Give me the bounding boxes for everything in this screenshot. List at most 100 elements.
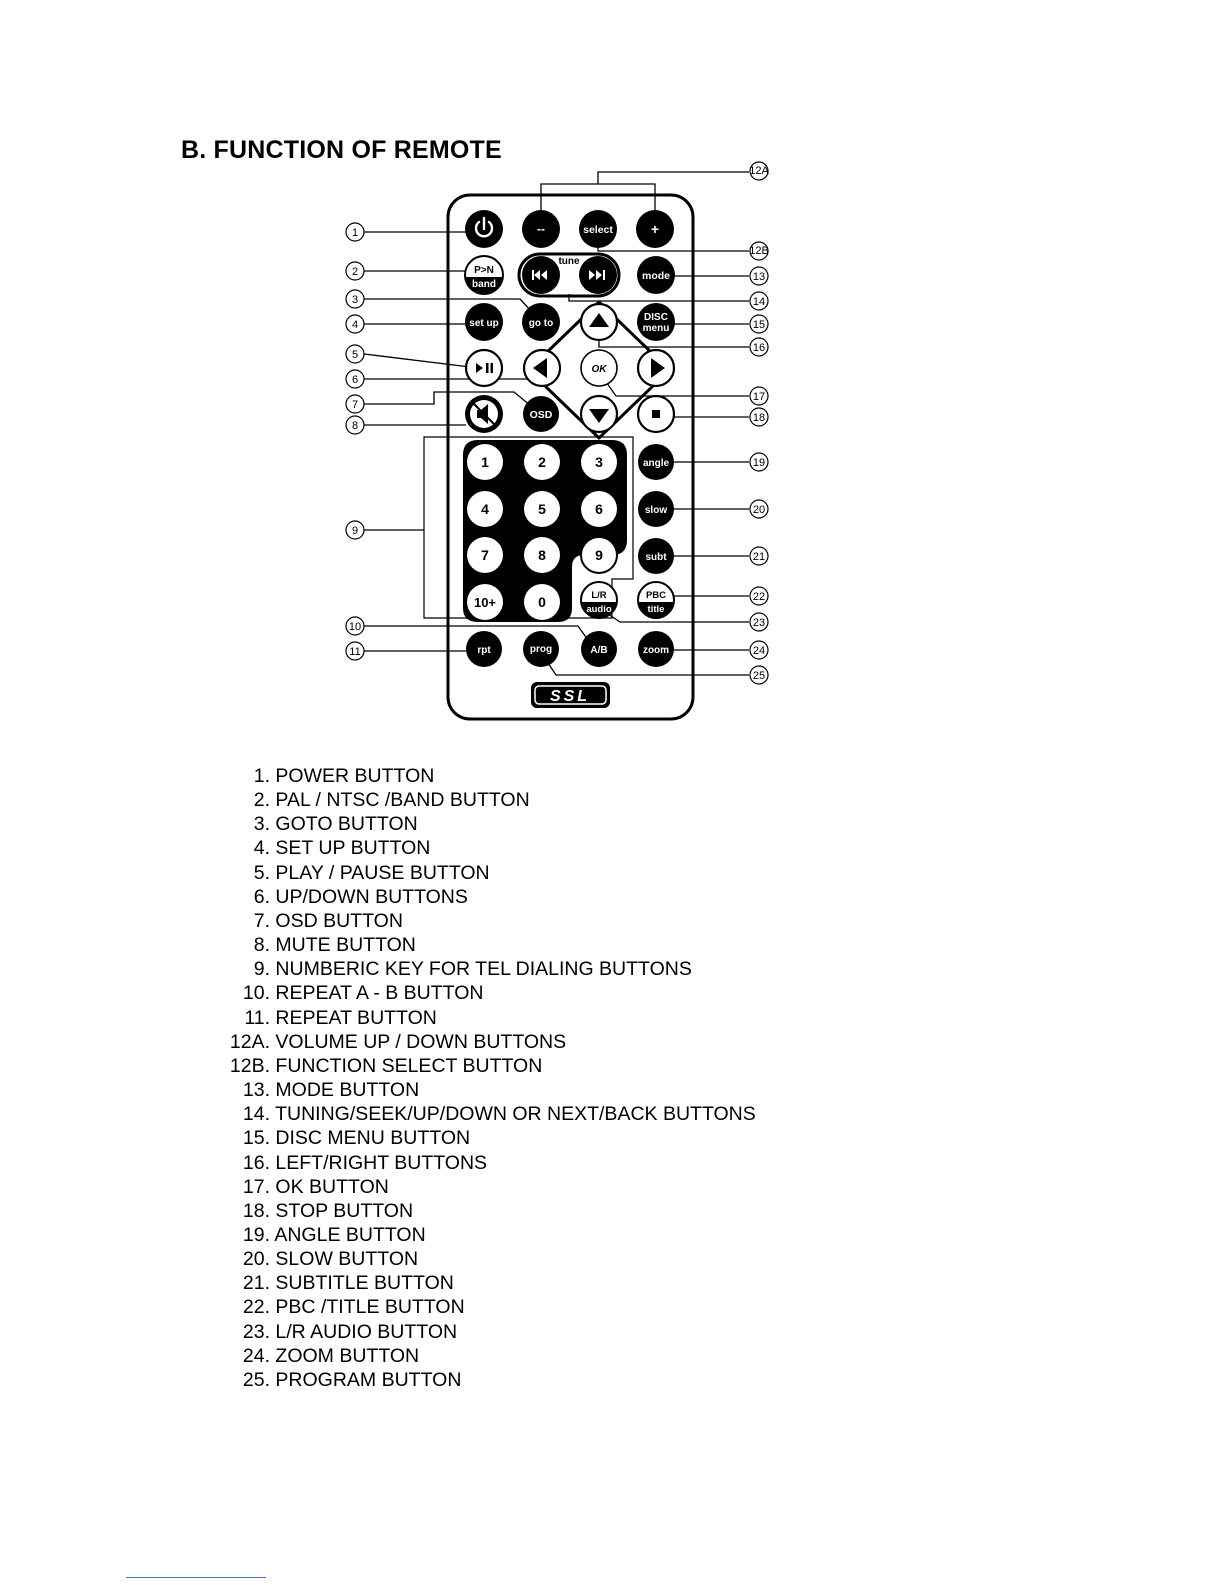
- legend-item: 22. PBC /TITLE BUTTON: [242, 1296, 465, 1319]
- svg-text:subt: subt: [645, 552, 667, 563]
- osd-button[interactable]: OSD: [523, 396, 559, 432]
- key-1[interactable]: 1: [467, 444, 503, 480]
- legend-item: 21. SUBTITLE BUTTON: [242, 1272, 454, 1295]
- disc-menu-button[interactable]: DISC menu: [637, 303, 675, 341]
- svg-text:16: 16: [753, 342, 765, 354]
- volume-down-button[interactable]: --: [522, 210, 560, 248]
- svg-text:1: 1: [352, 227, 358, 239]
- bottom-rule: [126, 1577, 266, 1578]
- keypad-panel: [463, 440, 627, 622]
- legend-item: 6. UP/DOWN BUTTONS: [253, 885, 468, 908]
- svg-text:6: 6: [352, 374, 358, 386]
- svg-text:0: 0: [538, 594, 546, 610]
- legend-item: 19. ANGLE BUTTON: [242, 1223, 426, 1246]
- key-4[interactable]: 4: [467, 491, 503, 527]
- callouts: 1 2 3 4 5 6 7 8 9 10 11 12A 12B 13 14 15…: [345, 161, 769, 685]
- svg-text:zoom: zoom: [643, 645, 669, 656]
- svg-text:OK: OK: [592, 364, 608, 375]
- play-pause-button[interactable]: [464, 348, 504, 388]
- callout-13: 13: [749, 266, 769, 286]
- key-7[interactable]: 7: [467, 537, 503, 573]
- callout-8: 8: [345, 415, 365, 435]
- left-button[interactable]: [522, 348, 562, 388]
- callout-2: 2: [345, 261, 365, 281]
- legend-item: 20. SLOW BUTTON: [242, 1248, 419, 1271]
- rpt-button[interactable]: rpt: [466, 631, 502, 667]
- svg-text:13: 13: [753, 271, 765, 283]
- up-button[interactable]: [579, 302, 619, 342]
- pbc-title-button[interactable]: PBC title: [637, 581, 675, 619]
- callout-4: 4: [345, 314, 365, 334]
- angle-button[interactable]: angle: [638, 444, 674, 480]
- svg-text:17: 17: [753, 391, 765, 403]
- function-legend: 1. POWER BUTTON 2. PAL / NTSC /BAND BUTT…: [229, 764, 756, 1392]
- key-6[interactable]: 6: [581, 491, 617, 527]
- svg-text:mode: mode: [642, 270, 670, 282]
- legend-item: 1. POWER BUTTON: [253, 765, 435, 787]
- skip-back-icon: [532, 270, 547, 280]
- mode-button[interactable]: mode: [637, 256, 675, 294]
- svg-text:SSL: SSL: [550, 688, 590, 705]
- svg-text:set up: set up: [469, 318, 498, 329]
- slow-button[interactable]: slow: [638, 491, 674, 527]
- callout-20: 20: [749, 499, 769, 519]
- svg-text:9: 9: [595, 547, 603, 563]
- key-8[interactable]: 8: [524, 537, 560, 573]
- callout-18: 18: [749, 407, 769, 427]
- down-button[interactable]: [579, 394, 619, 434]
- svg-text:4: 4: [352, 319, 358, 331]
- ab-button[interactable]: A/B: [581, 631, 617, 667]
- prog-button[interactable]: prog: [523, 631, 559, 667]
- callout-10: 10: [345, 616, 365, 636]
- keypad: 1 2 3 4 5 6 7 8 9 10+ 0: [467, 444, 618, 620]
- page-title: B. FUNCTION OF REMOTE: [181, 136, 502, 164]
- key-3[interactable]: 3: [581, 444, 617, 480]
- legend-item: 12B. FUNCTION SELECT BUTTON: [229, 1054, 543, 1077]
- svg-text:5: 5: [538, 501, 546, 517]
- callout-7: 7: [345, 394, 365, 414]
- key-5[interactable]: 5: [524, 491, 560, 527]
- legend-item: 3. GOTO BUTTON: [253, 813, 418, 836]
- callout-14: 14: [749, 291, 769, 311]
- lr-audio-button[interactable]: L/R audio: [580, 581, 618, 619]
- svg-text:7: 7: [481, 547, 489, 563]
- svg-text:22: 22: [753, 591, 765, 603]
- right-button[interactable]: [636, 348, 676, 388]
- svg-text:18: 18: [753, 412, 765, 424]
- key-9[interactable]: 9: [580, 536, 618, 574]
- svg-text:A/B: A/B: [590, 645, 607, 656]
- volume-up-button[interactable]: +: [636, 210, 674, 248]
- remote-diagram: tune: [345, 161, 769, 721]
- ok-button[interactable]: OK: [580, 349, 618, 387]
- prev-button[interactable]: [522, 256, 560, 294]
- power-icon: [474, 216, 494, 238]
- legend-item: 9. NUMBERIC KEY FOR TEL DIALING BUTTONS: [253, 958, 692, 981]
- arrow-right-icon: [651, 358, 665, 378]
- svg-text:24: 24: [753, 645, 765, 657]
- key-2[interactable]: 2: [524, 444, 560, 480]
- zoom-button[interactable]: zoom: [638, 631, 674, 667]
- select-button[interactable]: select: [579, 210, 617, 248]
- setup-button[interactable]: set up: [465, 303, 503, 341]
- power-button[interactable]: [465, 210, 503, 248]
- callout-1: 1: [345, 222, 365, 242]
- legend-item: 11. REPEAT BUTTON: [244, 1006, 437, 1029]
- goto-button[interactable]: go to: [522, 303, 560, 341]
- svg-text:select: select: [583, 224, 613, 236]
- legend-item: 12A. VOLUME UP / DOWN BUTTONS: [229, 1030, 567, 1053]
- next-button[interactable]: [579, 256, 617, 294]
- stop-button[interactable]: [636, 394, 676, 434]
- svg-text:11: 11: [349, 646, 360, 658]
- legend-item: 5. PLAY / PAUSE BUTTON: [253, 861, 490, 884]
- stop-icon: [652, 410, 660, 418]
- callout-11: 11: [345, 641, 365, 661]
- legend-item: 8. MUTE BUTTON: [253, 934, 416, 957]
- key-10-plus[interactable]: 10+: [467, 584, 503, 620]
- callout-15: 15: [749, 314, 769, 334]
- key-0[interactable]: 0: [524, 584, 560, 620]
- mute-button[interactable]: [465, 395, 503, 433]
- subt-button[interactable]: subt: [638, 538, 674, 574]
- callout-22: 22: [749, 586, 769, 606]
- brand-logo: SSL: [531, 682, 610, 708]
- pn-band-button[interactable]: P>N band: [464, 255, 504, 295]
